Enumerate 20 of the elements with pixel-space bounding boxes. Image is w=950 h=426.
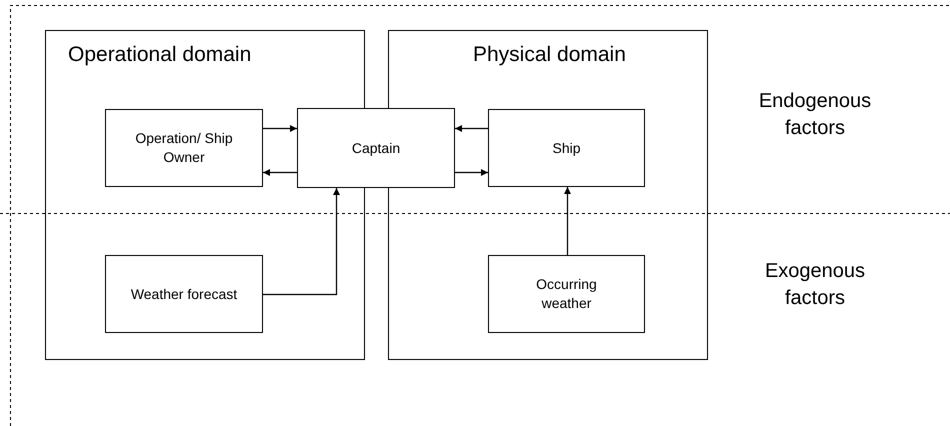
process-box [488, 255, 645, 333]
arrow [263, 125, 297, 132]
domain-title: Physical domain [473, 43, 626, 67]
process-box [297, 108, 455, 188]
factor-label: Exogenous factors [764, 259, 866, 311]
arrow [455, 169, 488, 176]
domain-title: Operational domain [68, 43, 252, 67]
arrow [564, 187, 571, 255]
arrow [455, 125, 488, 132]
arrow [263, 169, 297, 176]
box-label: Occurring weather [535, 275, 598, 313]
process-box [105, 255, 263, 333]
factor-label: Endogenous factors [758, 89, 872, 141]
arrow [263, 188, 340, 296]
box-label: Weather forecast [130, 284, 238, 304]
box-label: Captain [352, 138, 400, 158]
box-label: Operation/ Ship Owner [134, 129, 234, 167]
box-label: Ship [552, 138, 581, 158]
process-box [488, 109, 645, 187]
process-box [105, 109, 263, 187]
